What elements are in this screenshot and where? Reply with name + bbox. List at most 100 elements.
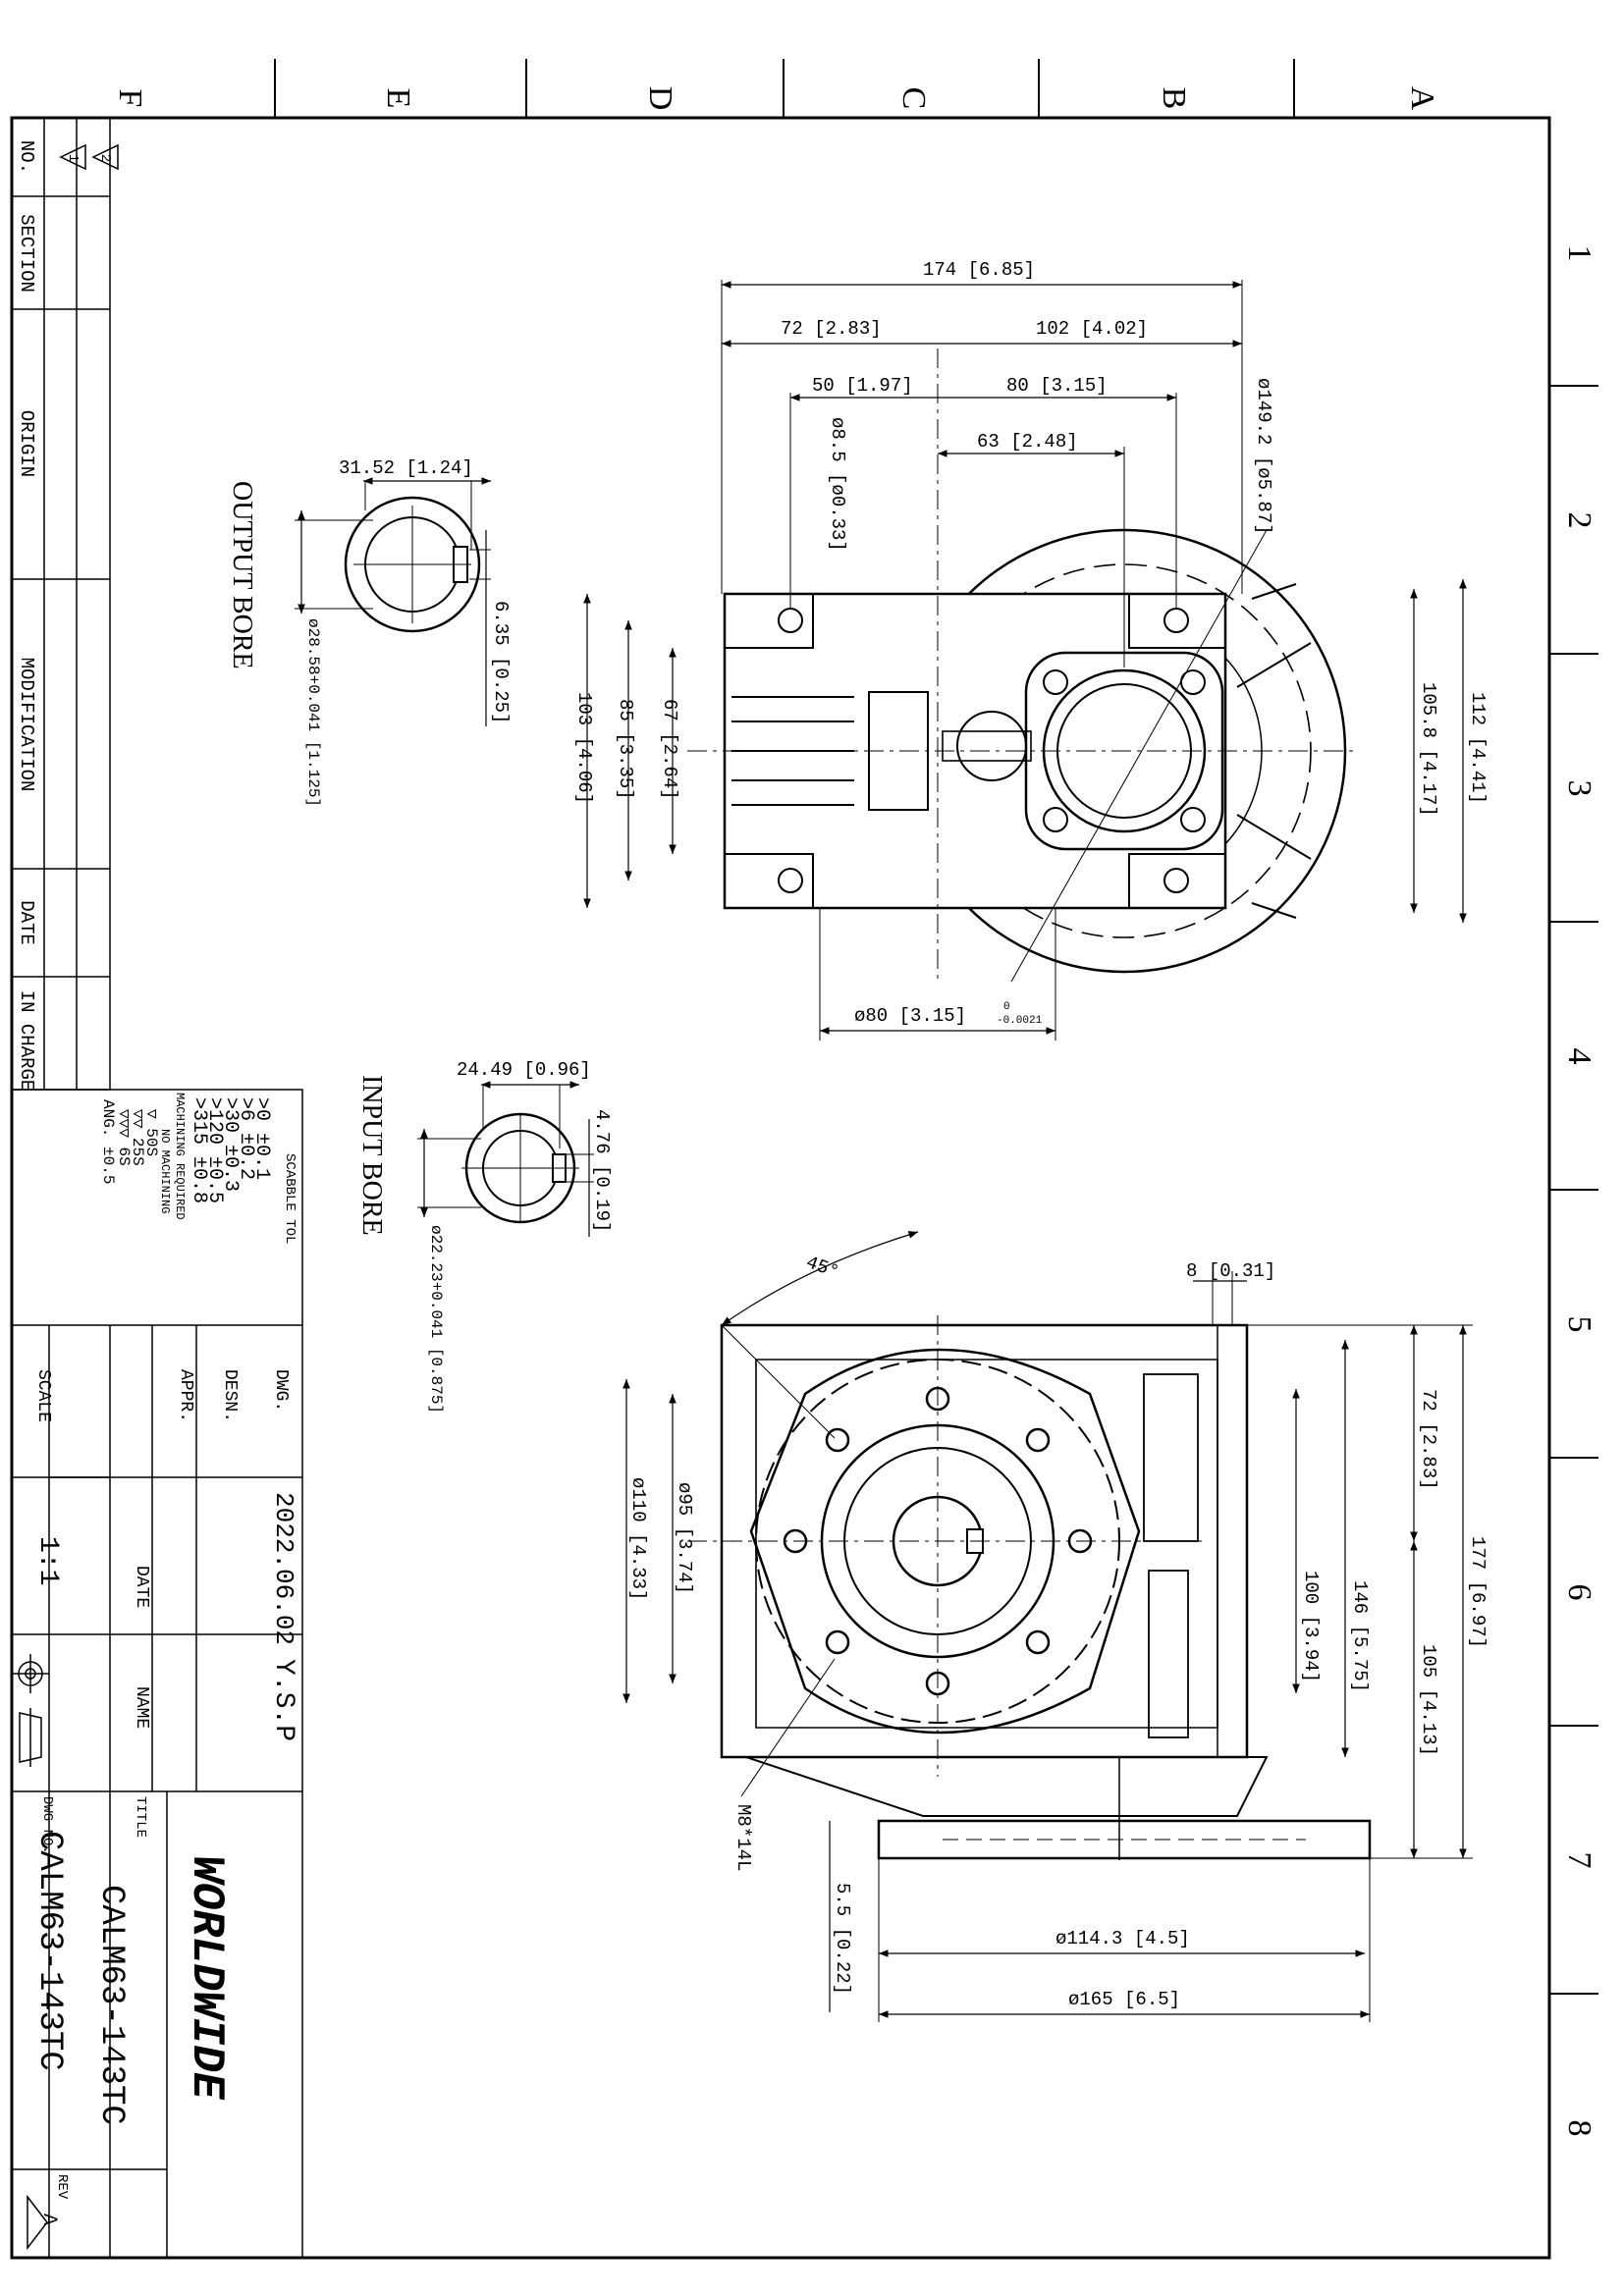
tol-row-4: >120 ±0.5 [203,1097,226,1203]
dim-165: ø165 [6.5] [1068,1989,1180,2010]
dim-flange: ø149.2 [ø5.87] [1253,378,1274,535]
dim-63: 63 [2.48] [977,431,1078,453]
output-bore-key: 6.35 [0.25] [490,601,512,723]
tolerance-block: SCABBLE TOL >0 ±0.1 >6 ±0.2 >30 ±0.3 >12… [99,1093,298,1244]
input-bore-view [417,1081,594,1237]
tol-mach-title: MACHINING REQUIRED [173,1093,187,1220]
title-block [11,1089,303,2259]
tol-ang: ANG. ±0.5 [99,1099,117,1184]
rev-header-no: NO. [16,140,37,174]
revision-headers: NO. SECTION ORIGIN MODIFICATION DATE IN … [16,140,113,1091]
dim-174: 174 [6.85] [923,259,1035,281]
zone-number-2: 2 [1561,512,1597,529]
rev-row-2: 2 [97,154,113,162]
rev-value: A [37,2214,60,2225]
tol-row-5: >315 ±0.8 [188,1097,210,1203]
tol-row-3: >30 ±0.3 [219,1097,242,1192]
revision-table [11,117,119,1091]
rev-header-date: DATE [16,900,37,945]
dim-95: ø95 [3.74] [674,1482,695,1594]
brand-logo: WORLDWIDE [181,1855,232,2101]
title-label: TITLE [133,1796,148,1838]
title-value: CALM63-143TC [92,1885,130,2125]
zone-letter-b: B [1156,87,1192,110]
output-bore-dia: ø28.58+0.041 [1.125] [304,618,322,807]
dim-50: 50 [1.97] [812,375,913,397]
scale-label: SCALE [33,1369,53,1422]
title-block-text: DWG. 2022.06.02 Y.S.P DESN. APPR. DATE N… [30,1369,298,2225]
appr-label: APPR. [176,1369,195,1422]
date-label: DATE [132,1566,151,1608]
zone-number-5: 5 [1561,1316,1597,1333]
dim-80: 80 [3.15] [1006,375,1108,397]
rev-header-section: SECTION [16,214,37,293]
tol-row-2: >6 ±0.2 [235,1097,257,1180]
dim-67: 67 [2.64] [659,699,680,800]
zone-number-3: 3 [1561,780,1597,797]
tol-surface-1: ▽ 50S [142,1109,160,1156]
dim-105: 105 [4.13] [1418,1644,1439,1756]
dim-72-front: 72 [2.83] [1418,1389,1439,1490]
zone-letter-d: D [642,86,678,111]
dim-72-top: 72 [2.83] [781,318,882,340]
dim-shaft: ø80 [3.15] [854,1005,966,1027]
rev-header-in-charge: IN CHARGE [16,990,37,1092]
output-bore-text: OUTPUT BORE 31.52 [1.24] 6.35 [0.25] ø28… [227,457,512,807]
rev-header-origin: ORIGIN [16,410,37,477]
name-label: NAME [132,1686,151,1729]
dim-110: ø110 [4.33] [627,1477,649,1600]
dim-angle: 45° [803,1252,842,1283]
dim-thread: M8*14L [732,1804,754,1871]
tol-title: SCABBLE TOL [282,1153,298,1244]
zone-letter-f: F [112,89,148,108]
dim-146: 146 [5.75] [1349,1580,1371,1692]
zone-number-6: 6 [1561,1584,1597,1601]
top-view-dimensions: 174 [6.85] 72 [2.83] 102 [4.02] 50 [1.97… [573,259,1488,1027]
dwg-date: 2022.06.02 [269,1492,298,1645]
input-bore-width: 24.49 [0.96] [457,1059,591,1081]
dim-103: 103 [4.06] [573,692,595,804]
dim-114: ø114.3 [4.5] [1055,1928,1190,1949]
zone-letter-a: A [1404,86,1440,111]
rev-header-modification: MODIFICATION [16,658,37,792]
zone-number-1: 1 [1561,245,1597,262]
front-view-gearbox [622,1231,1473,2022]
dim-5-5: 5.5 [0.22] [832,1883,853,1995]
dim-85: 85 [3.35] [615,699,636,800]
tol-no-mach: NO MACHINING [158,1129,172,1213]
dim-177: 177 [6.97] [1467,1536,1488,1648]
dim-8: 8 [0.31] [1186,1260,1275,1282]
dim-105-8: 105.8 [4.17] [1418,682,1439,817]
dwg-name: Y.S.P [268,1659,298,1741]
rev-row-1: 1 [65,154,81,162]
zone-number-7: 7 [1561,1852,1597,1869]
zone-letters: F E D C B A [112,86,1440,111]
tol-surface-3: ▽▽▽ 6S [115,1109,133,1166]
rev-label: REV [54,2174,70,2200]
dim-102: 102 [4.02] [1036,318,1148,340]
zone-letter-c: C [895,87,932,110]
output-bore-view [295,477,491,726]
scale-value: 1:1 [32,1536,63,1585]
input-bore-key: 4.76 [0.19] [591,1109,613,1232]
zone-number-4: 4 [1561,1048,1597,1065]
top-view-gearbox [583,280,1467,1041]
dim-shaft-tol-lower: -0.0021 [997,1015,1043,1027]
dwgno-label: DWG NO. [39,1796,55,1854]
input-bore-dia: ø22.23+0.041 [0.875] [427,1225,445,1414]
dim-shaft-tol-upper: 0 [1003,1001,1010,1013]
dwgno-value: CALM63-143TC [30,1831,68,2071]
output-bore-width: 31.52 [1.24] [339,457,473,479]
dim-100: 100 [3.94] [1300,1571,1322,1682]
zone-numbers: 1 2 3 4 5 6 7 8 [1561,245,1597,2137]
tol-row-1: >0 ±0.1 [250,1097,273,1180]
dwg-label: DWG. [271,1369,291,1412]
zone-letter-e: E [380,88,416,109]
zone-number-8: 8 [1561,2120,1597,2137]
input-bore-text: INPUT BORE 24.49 [0.96] 4.76 [0.19] ø22.… [356,1059,613,1414]
output-bore-label: OUTPUT BORE [227,481,257,669]
desn-label: DESN. [220,1369,240,1422]
input-bore-label: INPUT BORE [356,1075,387,1236]
dim-hole: ø8.5 [ø0.33] [827,417,848,552]
